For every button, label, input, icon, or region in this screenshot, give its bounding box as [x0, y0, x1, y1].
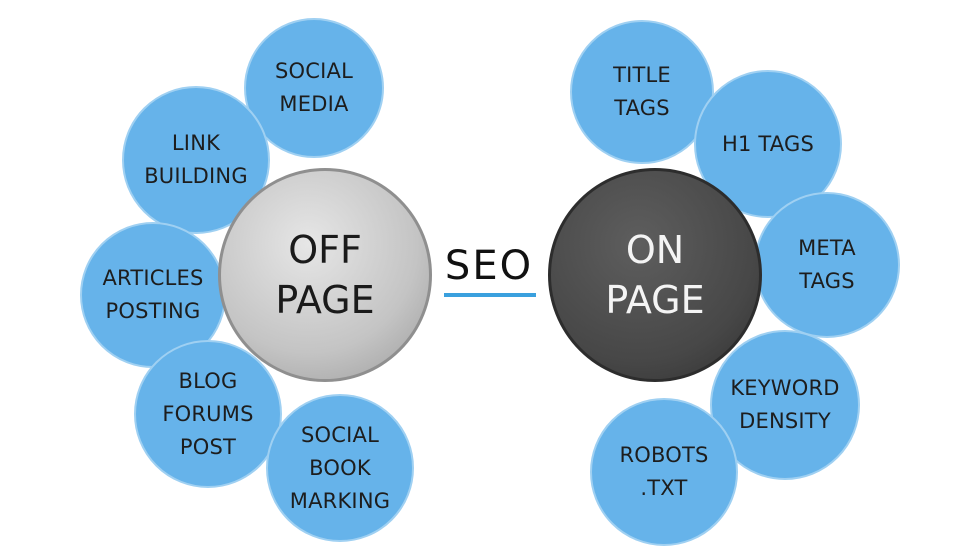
petal-label-social-book-marking: SOCIAL BOOK MARKING: [289, 422, 391, 513]
petal-label-robots-txt: ROBOTS .TXT: [619, 443, 709, 500]
petal-robots-txt: ROBOTS .TXT: [590, 398, 738, 546]
on-page-label: ON PAGE: [605, 228, 705, 322]
petal-label-blog-forums-post: BLOG FORUMS POST: [162, 368, 254, 459]
petal-title-tags: TITLE TAGS: [570, 20, 714, 164]
petal-label-articles-posting: ARTICLES POSTING: [102, 266, 204, 323]
petal-label-h1-tags: H1 TAGS: [721, 131, 815, 156]
off-page-label: OFF PAGE: [275, 228, 375, 322]
petal-label-social-media: SOCIAL MEDIA: [275, 59, 353, 116]
seo-underline: [444, 293, 536, 297]
petal-label-title-tags: TITLE TAGS: [613, 63, 671, 120]
on-page-hub: ON PAGE: [548, 168, 762, 382]
petal-label-link-building: LINK BUILDING: [144, 131, 248, 188]
petal-social-book-marking: SOCIAL BOOK MARKING: [266, 394, 414, 542]
petal-keyword-density: KEYWORD DENSITY: [710, 330, 860, 480]
petal-label-keyword-density: KEYWORD DENSITY: [730, 376, 840, 433]
seo-title: SEO: [444, 243, 534, 289]
petal-blog-forums-post: BLOG FORUMS POST: [134, 340, 282, 488]
petal-label-meta-tags: META TAGS: [798, 236, 856, 293]
off-page-hub: OFF PAGE: [218, 168, 432, 382]
petal-social-media: SOCIAL MEDIA: [244, 18, 384, 158]
petal-meta-tags: META TAGS: [754, 192, 900, 338]
